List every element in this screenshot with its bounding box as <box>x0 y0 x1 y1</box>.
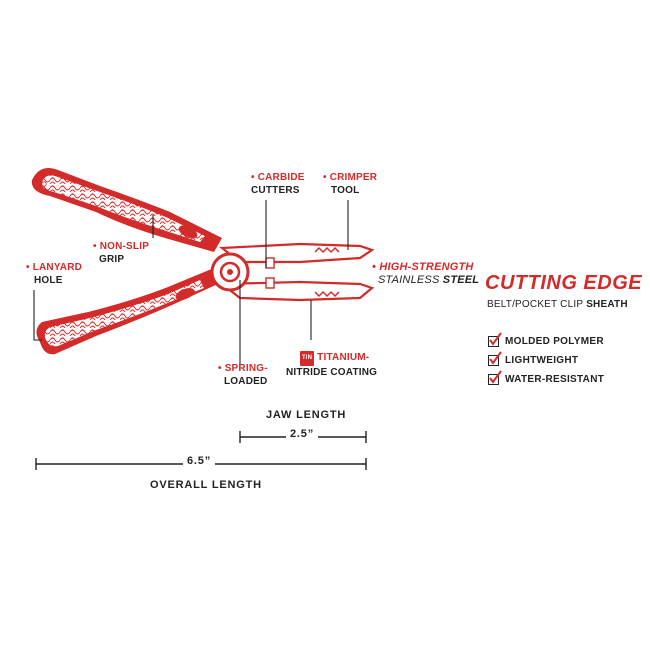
product-subtitle: BELT/POCKET CLIP SHEATH <box>487 299 628 310</box>
non-slip-grip-label: • NON-SLIP GRIP <box>93 241 150 265</box>
tin-badge: TiN <box>300 351 315 366</box>
leader-lines <box>33 200 349 370</box>
high-strength-label: • HIGH-STRENGTH STAINLESS STEEL <box>372 261 480 286</box>
feature-item: WATER-RESISTANT <box>488 369 604 387</box>
checkbox-checked-icon <box>488 331 502 347</box>
jaw-length-label: JAW LENGTH <box>266 409 347 421</box>
crimper-tool-label: • CRIMPER TOOL <box>323 172 378 196</box>
lanyard-hole-label: • LANYARD HOLE <box>26 262 83 286</box>
overall-length-value: 6.5” <box>183 455 215 467</box>
jaw-length-value: 2.5” <box>286 428 318 440</box>
checkbox-checked-icon <box>488 369 502 385</box>
product-title: CUTTING EDGE <box>485 272 643 294</box>
checkbox-checked-icon <box>488 350 502 366</box>
jaws <box>218 242 375 302</box>
lower-handle <box>36 268 220 355</box>
overall-length-label: OVERALL LENGTH <box>150 479 262 491</box>
upper-handle <box>31 167 223 252</box>
feature-item: LIGHTWEIGHT <box>488 350 578 368</box>
pivot-spring <box>210 252 250 292</box>
carbide-cutters-label: • CARBIDE CUTTERS <box>251 172 305 196</box>
spring-loaded-label: • SPRING- LOADED <box>218 363 268 387</box>
feature-item: MOLDED POLYMER <box>488 331 604 349</box>
